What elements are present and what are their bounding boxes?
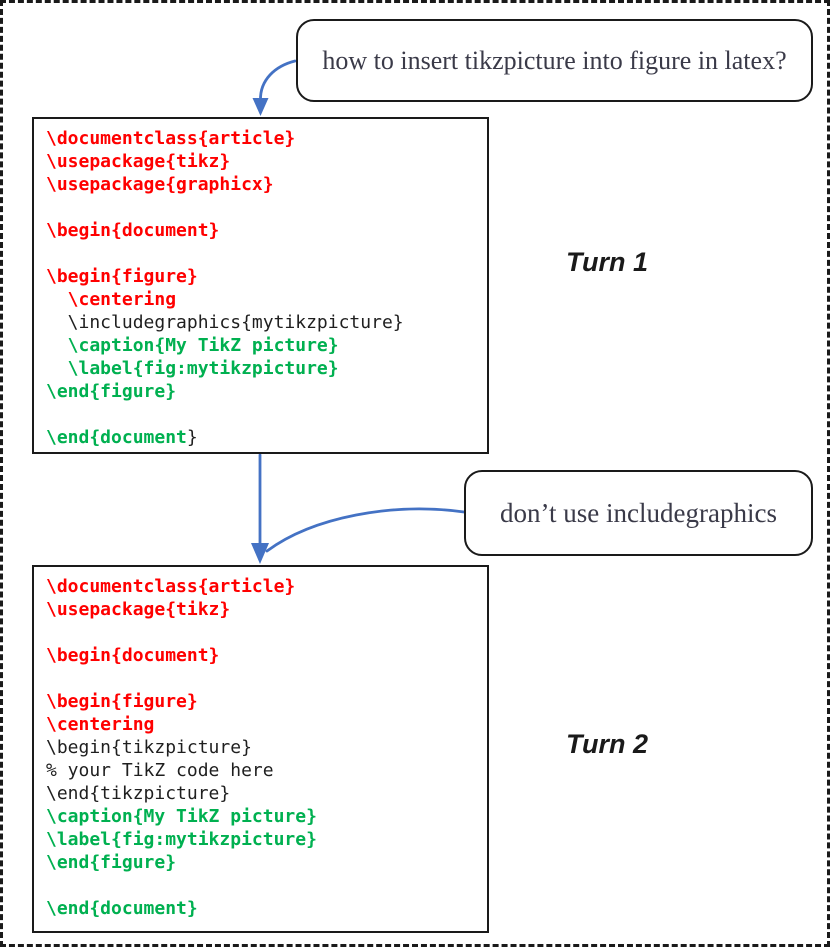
code-line: \documentclass{article} — [46, 575, 475, 598]
code-line — [46, 242, 475, 265]
code-line: % your TikZ code here — [46, 759, 475, 782]
code-line: \centering — [46, 713, 475, 736]
code-line: \caption{My TikZ picture} — [46, 805, 475, 828]
block1-to-block2-arrow-icon — [251, 453, 269, 564]
code-segment: \end{document — [46, 427, 187, 448]
user-message-bubble-turn1: how to insert tikzpicture into figure in… — [296, 19, 813, 102]
code-line: \label{fig:mytikzpicture} — [46, 357, 475, 380]
code-line: \end{figure} — [46, 851, 475, 874]
code-line: \centering — [46, 288, 475, 311]
code-segment: \label{fig:mytikzpicture} — [46, 829, 317, 850]
code-segment: \end{tikzpicture} — [46, 783, 231, 804]
code-block-turn1: \documentclass{article}\usepackage{tikz}… — [32, 117, 489, 454]
code-line: \begin{document} — [46, 644, 475, 667]
code-segment: \begin{document} — [46, 645, 220, 666]
code-line: \end{tikzpicture} — [46, 782, 475, 805]
code-segment: } — [186, 427, 198, 448]
code-line — [46, 621, 475, 644]
code-line: \end{document} — [46, 897, 475, 920]
code-segment: % your TikZ code here — [46, 760, 274, 781]
code-segment: \includegraphics{mytikzpicture} — [46, 312, 404, 333]
turn2-label: Turn 2 — [566, 729, 649, 759]
code-line: \usepackage{graphicx} — [46, 173, 475, 196]
code-segment: \begin{document} — [46, 220, 220, 241]
code-segment: \end{document} — [46, 898, 198, 919]
code-segment: \begin{figure} — [46, 266, 198, 287]
code-line: \end{document} — [46, 426, 475, 449]
code-line: \begin{figure} — [46, 690, 475, 713]
code-segment: \end{figure} — [46, 852, 177, 873]
code-segment: \centering — [46, 289, 177, 310]
bubble1-to-block1-arrow-icon — [252, 59, 297, 116]
code-line: \caption{My TikZ picture} — [46, 334, 475, 357]
code-segment: \begin{tikzpicture} — [46, 737, 252, 758]
code-block-turn2: \documentclass{article}\usepackage{tikz}… — [32, 565, 489, 933]
code-segment: \documentclass{article} — [46, 128, 296, 149]
bubble2-connector-curve-icon — [265, 507, 466, 553]
code-segment: \usepackage{tikz} — [46, 151, 231, 172]
user-message-text-turn1: how to insert tikzpicture into figure in… — [322, 45, 787, 75]
code-segment: \centering — [46, 714, 155, 735]
code-segment: \label{fig:mytikzpicture} — [46, 358, 339, 379]
code-segment: \begin{figure} — [46, 691, 198, 712]
code-segment: \documentclass{article} — [46, 576, 296, 597]
code-line: \begin{document} — [46, 219, 475, 242]
code-line: \begin{tikzpicture} — [46, 736, 475, 759]
code-line: \begin{figure} — [46, 265, 475, 288]
code-line: \end{figure} — [46, 380, 475, 403]
code-line: \documentclass{article} — [46, 127, 475, 150]
code-segment: \caption{My TikZ picture} — [46, 335, 339, 356]
code-line: \label{fig:mytikzpicture} — [46, 828, 475, 851]
code-line — [46, 196, 475, 219]
code-line — [46, 667, 475, 690]
code-line — [46, 403, 475, 426]
code-line: \includegraphics{mytikzpicture} — [46, 311, 475, 334]
code-segment: \usepackage{tikz} — [46, 599, 231, 620]
user-message-text-turn2: don’t use includegraphics — [500, 497, 777, 528]
user-message-bubble-turn2: don’t use includegraphics — [464, 470, 813, 556]
code-line: \usepackage{tikz} — [46, 150, 475, 173]
code-segment: \end{figure} — [46, 381, 177, 402]
code-line — [46, 874, 475, 897]
code-line: \usepackage{tikz} — [46, 598, 475, 621]
code-segment: \usepackage{graphicx} — [46, 174, 274, 195]
turn1-label: Turn 1 — [566, 247, 649, 277]
code-segment: \caption{My TikZ picture} — [46, 806, 317, 827]
